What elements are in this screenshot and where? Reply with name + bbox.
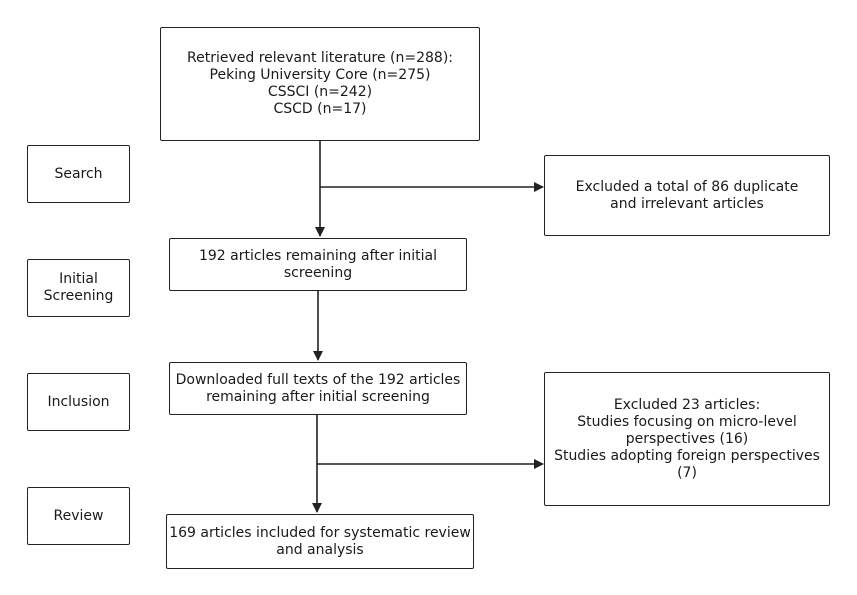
box-text: and analysis bbox=[276, 541, 364, 558]
box-text: Retrieved relevant literature (n=288): bbox=[187, 50, 453, 66]
box-text: Peking University Core (n=275) bbox=[209, 67, 431, 83]
stage-inclusion: Inclusion bbox=[27, 373, 130, 431]
stage-label: Review bbox=[53, 507, 104, 524]
stage-label: Initial bbox=[59, 271, 98, 287]
excluded-23-articles-box: Excluded 23 articles: Studies focusing o… bbox=[544, 372, 830, 506]
box-text: Studies adopting foreign perspectives bbox=[554, 447, 820, 464]
box-text: Downloaded full texts of the 192 article… bbox=[175, 371, 461, 388]
box-text: perspectives (16) bbox=[625, 430, 749, 447]
box-text: and irrelevant articles bbox=[610, 195, 764, 212]
box-text: remaining after initial screening bbox=[206, 388, 430, 405]
box-text: Excluded 23 articles: bbox=[613, 396, 761, 413]
box-text: 169 articles included for systematic rev… bbox=[169, 524, 471, 541]
box-text: Excluded a total of 86 duplicate bbox=[575, 178, 799, 195]
box-text: (7) bbox=[677, 464, 697, 481]
box-text: 192 articles remaining after initial bbox=[198, 247, 438, 264]
box-text: CSCD (n=17) bbox=[273, 101, 367, 117]
stage-label: Search bbox=[54, 165, 103, 182]
included-for-review-box: 169 articles included for systematic rev… bbox=[166, 514, 474, 569]
stage-label: Screening bbox=[43, 288, 114, 304]
stage-label: Inclusion bbox=[47, 393, 110, 410]
stage-search: Search bbox=[27, 145, 130, 203]
box-text: CSSCI (n=242) bbox=[267, 84, 373, 100]
box-text: Studies focusing on micro-level bbox=[577, 413, 797, 430]
retrieved-literature-box: Retrieved relevant literature (n=288): P… bbox=[160, 27, 480, 141]
stage-initial-screening: Initial Screening bbox=[27, 259, 130, 317]
excluded-duplicates-box: Excluded a total of 86 duplicate and irr… bbox=[544, 155, 830, 236]
remaining-after-screening-box: 192 articles remaining after initial scr… bbox=[169, 238, 467, 291]
stage-review: Review bbox=[27, 487, 130, 545]
downloaded-full-texts-box: Downloaded full texts of the 192 article… bbox=[169, 362, 467, 415]
box-text: screening bbox=[283, 264, 353, 281]
